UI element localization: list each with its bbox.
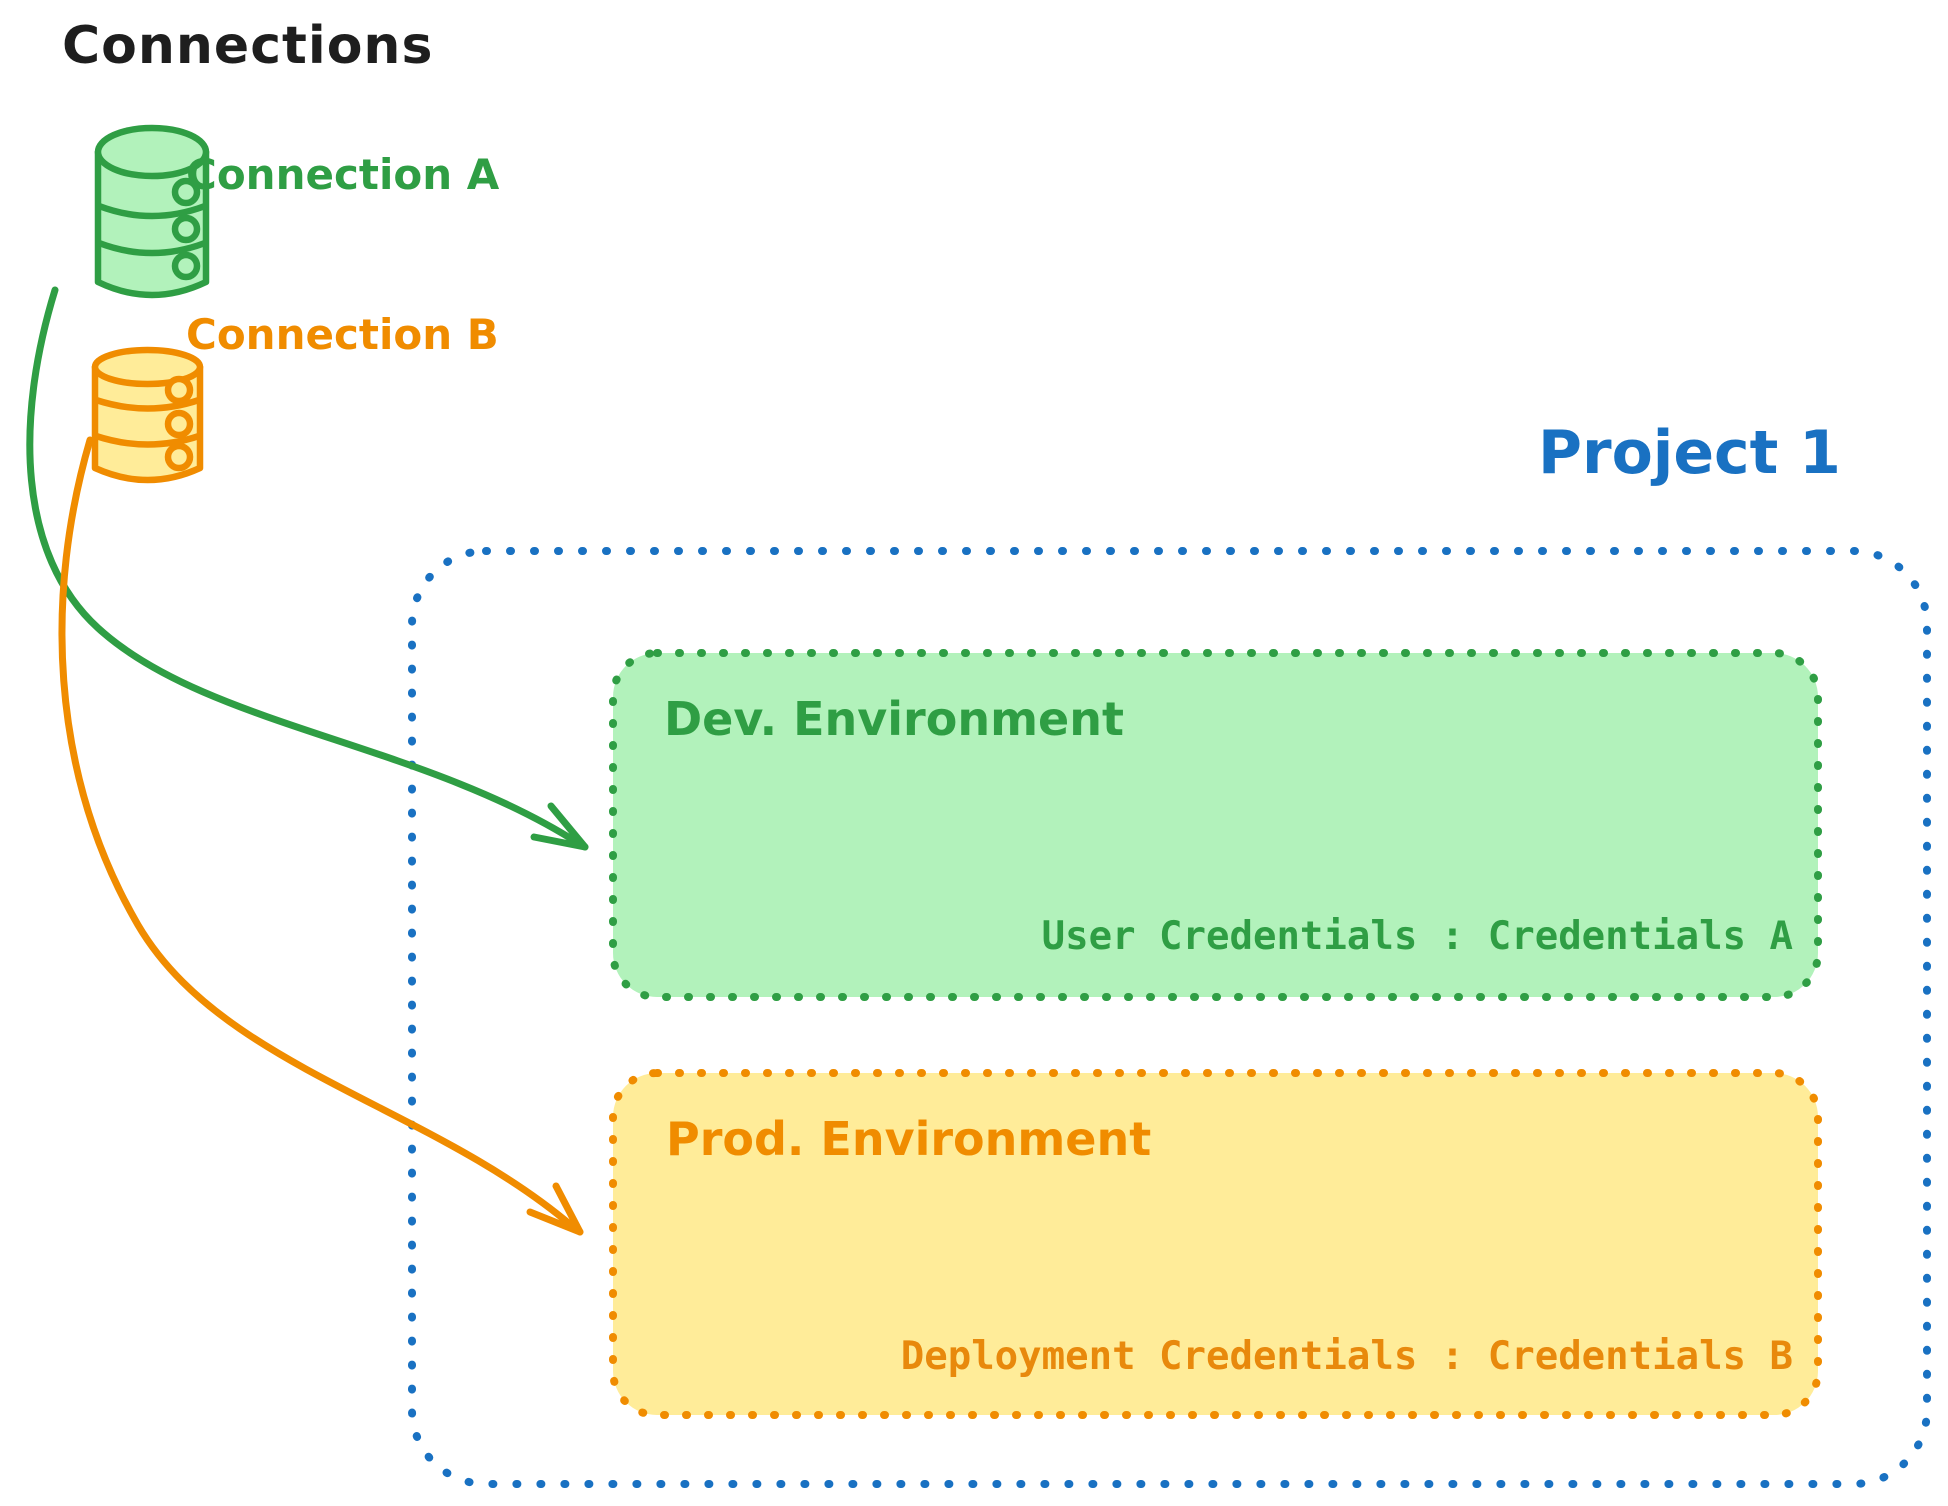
project-box <box>408 547 1931 1488</box>
diagram-title: Connections <box>62 16 434 76</box>
prod-environment-credentials: Deployment Credentials : Credentials B <box>900 1334 1793 1379</box>
prod-environment-box <box>609 1069 1822 1419</box>
dev-environment-box <box>609 649 1822 1001</box>
database-icon-connection-b <box>91 346 204 484</box>
connection-b-label: Connection B <box>186 310 499 359</box>
database-icon-connection-a <box>94 124 210 299</box>
connection-a-label: Connection A <box>186 150 500 199</box>
arrow-connection-a-to-dev <box>26 286 589 851</box>
dev-environment-title: Dev. Environment <box>664 692 1124 746</box>
project-title: Project 1 <box>1538 418 1841 488</box>
prod-environment-title: Prod. Environment <box>666 1112 1152 1166</box>
arrow-connection-b-to-prod <box>58 436 584 1236</box>
dev-environment-credentials: User Credentials : Credentials A <box>1041 914 1793 959</box>
